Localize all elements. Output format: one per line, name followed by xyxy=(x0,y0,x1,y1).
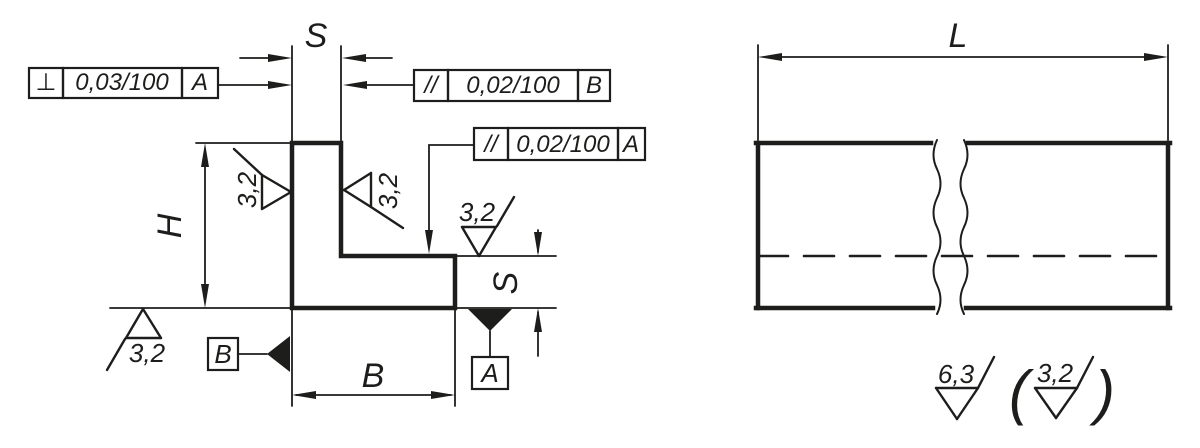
arrowhead-icon xyxy=(534,308,542,332)
perpendicularity-icon: ⊥ xyxy=(36,69,57,96)
arrowhead-icon xyxy=(292,391,316,399)
arrowhead-icon xyxy=(268,54,292,62)
datum-triangle-icon xyxy=(468,309,512,331)
roughness-symbol-left-face: 3,2 xyxy=(232,147,293,211)
dim-label-s-right: S xyxy=(487,271,525,294)
general-roughness-note: 6,3 ( 3,2 ) xyxy=(934,355,1115,426)
datum-reference: A xyxy=(190,69,208,96)
dim-label-l: L xyxy=(949,17,968,55)
roughness-value: 3,2 xyxy=(129,338,166,368)
roughness-symbol-bottom-face: 3,2 xyxy=(105,307,166,372)
arrowhead-icon xyxy=(534,232,542,256)
datum-reference: B xyxy=(586,72,602,99)
dimension-b: B xyxy=(292,357,455,399)
datum-target-b: B xyxy=(206,336,290,372)
roughness-value: 6,3 xyxy=(938,359,975,389)
tolerance-frame-perpendicularity: ⊥ 0,03/100 A xyxy=(27,66,292,100)
dimension-h: H xyxy=(151,143,209,308)
roughness-symbol-general: 6,3 xyxy=(934,355,996,421)
right-view-side-elevation: L xyxy=(753,17,1173,315)
datum-label-a: A xyxy=(479,358,498,388)
roughness-value: 3,2 xyxy=(1037,358,1074,388)
roughness-value: 3,2 xyxy=(373,172,403,209)
dim-label-h: H xyxy=(151,213,189,238)
arrowhead-icon xyxy=(268,81,292,89)
tolerance-value: 0,02/100 xyxy=(516,131,610,158)
arrowhead-icon xyxy=(343,81,367,89)
tolerance-frame-parallelism-a: // 0,02/100 A xyxy=(425,126,647,254)
parallelism-icon: // xyxy=(422,72,440,99)
roughness-value: 3,2 xyxy=(459,197,496,227)
dim-label-s-top: S xyxy=(305,17,328,55)
roughness-symbol-inner-face: 3,2 xyxy=(342,171,405,230)
arrowhead-icon xyxy=(431,391,455,399)
datum-reference: A xyxy=(621,131,639,158)
tolerance-value: 0,03/100 xyxy=(75,69,169,96)
datum-target-a: A xyxy=(468,309,512,391)
open-paren: ( xyxy=(1009,359,1035,426)
tolerance-frame-parallelism-b: // 0,02/100 B xyxy=(343,68,612,103)
left-view-cross-section: S H B S ⊥ 0,03/ xyxy=(27,17,647,407)
parallelism-icon: // xyxy=(482,131,500,158)
dimension-l: L xyxy=(757,17,1169,141)
roughness-value: 3,2 xyxy=(232,171,262,208)
close-paren: ) xyxy=(1089,359,1115,426)
dimension-s-top: S xyxy=(239,17,393,62)
arrowhead-icon xyxy=(201,143,209,167)
roughness-symbol-exception: 3,2 xyxy=(1033,355,1095,420)
roughness-symbol-step-face: 3,2 xyxy=(459,195,516,258)
break-line-left xyxy=(932,139,942,315)
datum-triangle-icon xyxy=(267,336,290,372)
break-line-right xyxy=(959,139,969,315)
l-profile-outline xyxy=(289,140,458,311)
arrowhead-icon xyxy=(1144,53,1168,61)
dim-label-b: B xyxy=(362,357,385,395)
dimension-s-right: S xyxy=(487,229,542,357)
extension-lines xyxy=(109,45,557,407)
arrowhead-icon xyxy=(758,53,782,61)
datum-label-b: B xyxy=(214,339,231,369)
arrowhead-icon xyxy=(425,230,433,254)
arrowhead-icon xyxy=(201,284,209,308)
arrowhead-icon xyxy=(342,54,366,62)
tolerance-value: 0,02/100 xyxy=(466,72,560,99)
